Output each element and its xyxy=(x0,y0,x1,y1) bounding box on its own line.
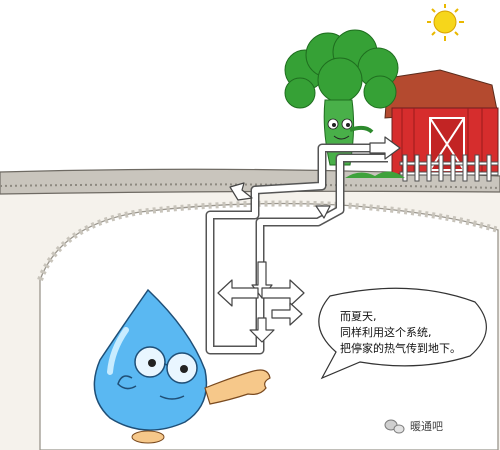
arrow-up-icon xyxy=(229,182,253,201)
gravel-texture xyxy=(0,183,500,189)
pipe-body xyxy=(207,145,388,353)
water-drop-character xyxy=(93,288,271,444)
cavern-rock-edge xyxy=(37,200,499,282)
ground-loop-pipe xyxy=(205,143,388,355)
ground-surface xyxy=(0,168,500,195)
watermark-text: 暖通吧 xyxy=(410,420,443,433)
speech-bubble: 而夏天, 同样利用这个系统, 把停家的热气传到地下。 xyxy=(318,287,487,380)
arrow-right-icon xyxy=(271,302,303,326)
watermark: 暖通吧 xyxy=(384,419,443,434)
bubble-line-2: 同样利用这个系统, xyxy=(340,325,432,339)
sun-icon xyxy=(427,4,464,41)
bubble-line-1: 而夏天, xyxy=(340,310,377,323)
wechat-icon xyxy=(384,419,405,434)
arrow-right-icon xyxy=(261,279,305,307)
arrow-right-icon xyxy=(369,136,401,160)
barn xyxy=(384,69,499,175)
airflow-arrows xyxy=(217,136,401,343)
bubble-line-3: 把停家的热气传到地下。 xyxy=(340,341,461,355)
arrow-down-icon xyxy=(249,317,275,343)
arrow-down-icon xyxy=(315,205,331,219)
fence xyxy=(399,154,499,182)
grass xyxy=(345,171,405,178)
arrow-left-icon xyxy=(217,279,259,307)
